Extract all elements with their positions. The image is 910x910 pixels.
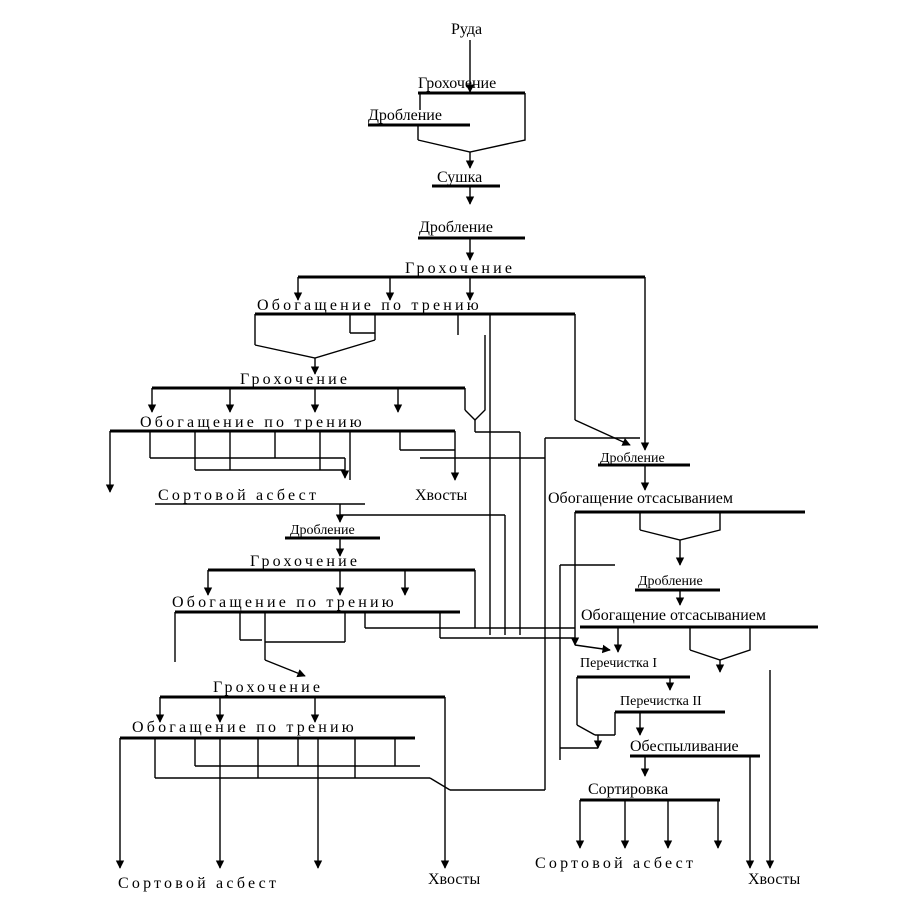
label-suction-beneficiation-2: Обогащение отсасыванием bbox=[581, 607, 766, 624]
label-ore: Руда bbox=[451, 21, 482, 38]
label-crushing-4: Дробление bbox=[600, 451, 665, 466]
label-recleaning-2: Перечистка II bbox=[620, 694, 702, 709]
label-tailings-3: Хвосты bbox=[748, 871, 800, 888]
label-tailings-2: Хвосты bbox=[428, 871, 480, 888]
label-screening-1: Грохочение bbox=[418, 75, 496, 92]
label-screening-2: Грохочение bbox=[405, 260, 515, 277]
label-graded-asbestos-2: Сортовой асбест bbox=[118, 875, 279, 892]
label-suction-beneficiation-1: Обогащение отсасыванием bbox=[548, 490, 733, 507]
flow-lines bbox=[105, 40, 818, 869]
label-crushing-2: Дробление bbox=[419, 219, 493, 236]
label-crushing-5: Дробление bbox=[638, 574, 703, 589]
label-dedusting: Обеспыливание bbox=[630, 738, 739, 755]
label-recleaning-1: Перечистка I bbox=[580, 656, 657, 671]
label-friction-beneficiation-2: Обогащение по трению bbox=[140, 414, 365, 431]
label-screening-4: Грохочение bbox=[250, 553, 360, 570]
label-friction-beneficiation-1: Обогащение по трению bbox=[257, 297, 482, 314]
label-drying: Сушка bbox=[437, 169, 482, 186]
label-crushing-1: Дробление bbox=[368, 107, 442, 124]
process-labels: Руда Грохочение Дробление Сушка Дроблени… bbox=[118, 21, 800, 892]
label-screening-5: Грохочение bbox=[213, 679, 323, 696]
label-crushing-3: Дробление bbox=[290, 523, 355, 538]
label-friction-beneficiation-3: Обогащение по трению bbox=[172, 594, 397, 611]
label-graded-asbestos-1: Сортовой асбест bbox=[158, 487, 319, 504]
label-sorting: Сортировка bbox=[588, 781, 668, 798]
label-friction-beneficiation-4: Обогащение по трению bbox=[132, 719, 357, 736]
label-graded-asbestos-3: Сортовой асбест bbox=[535, 855, 696, 872]
label-tailings-1: Хвосты bbox=[415, 487, 467, 504]
label-screening-3: Грохочение bbox=[240, 371, 350, 388]
